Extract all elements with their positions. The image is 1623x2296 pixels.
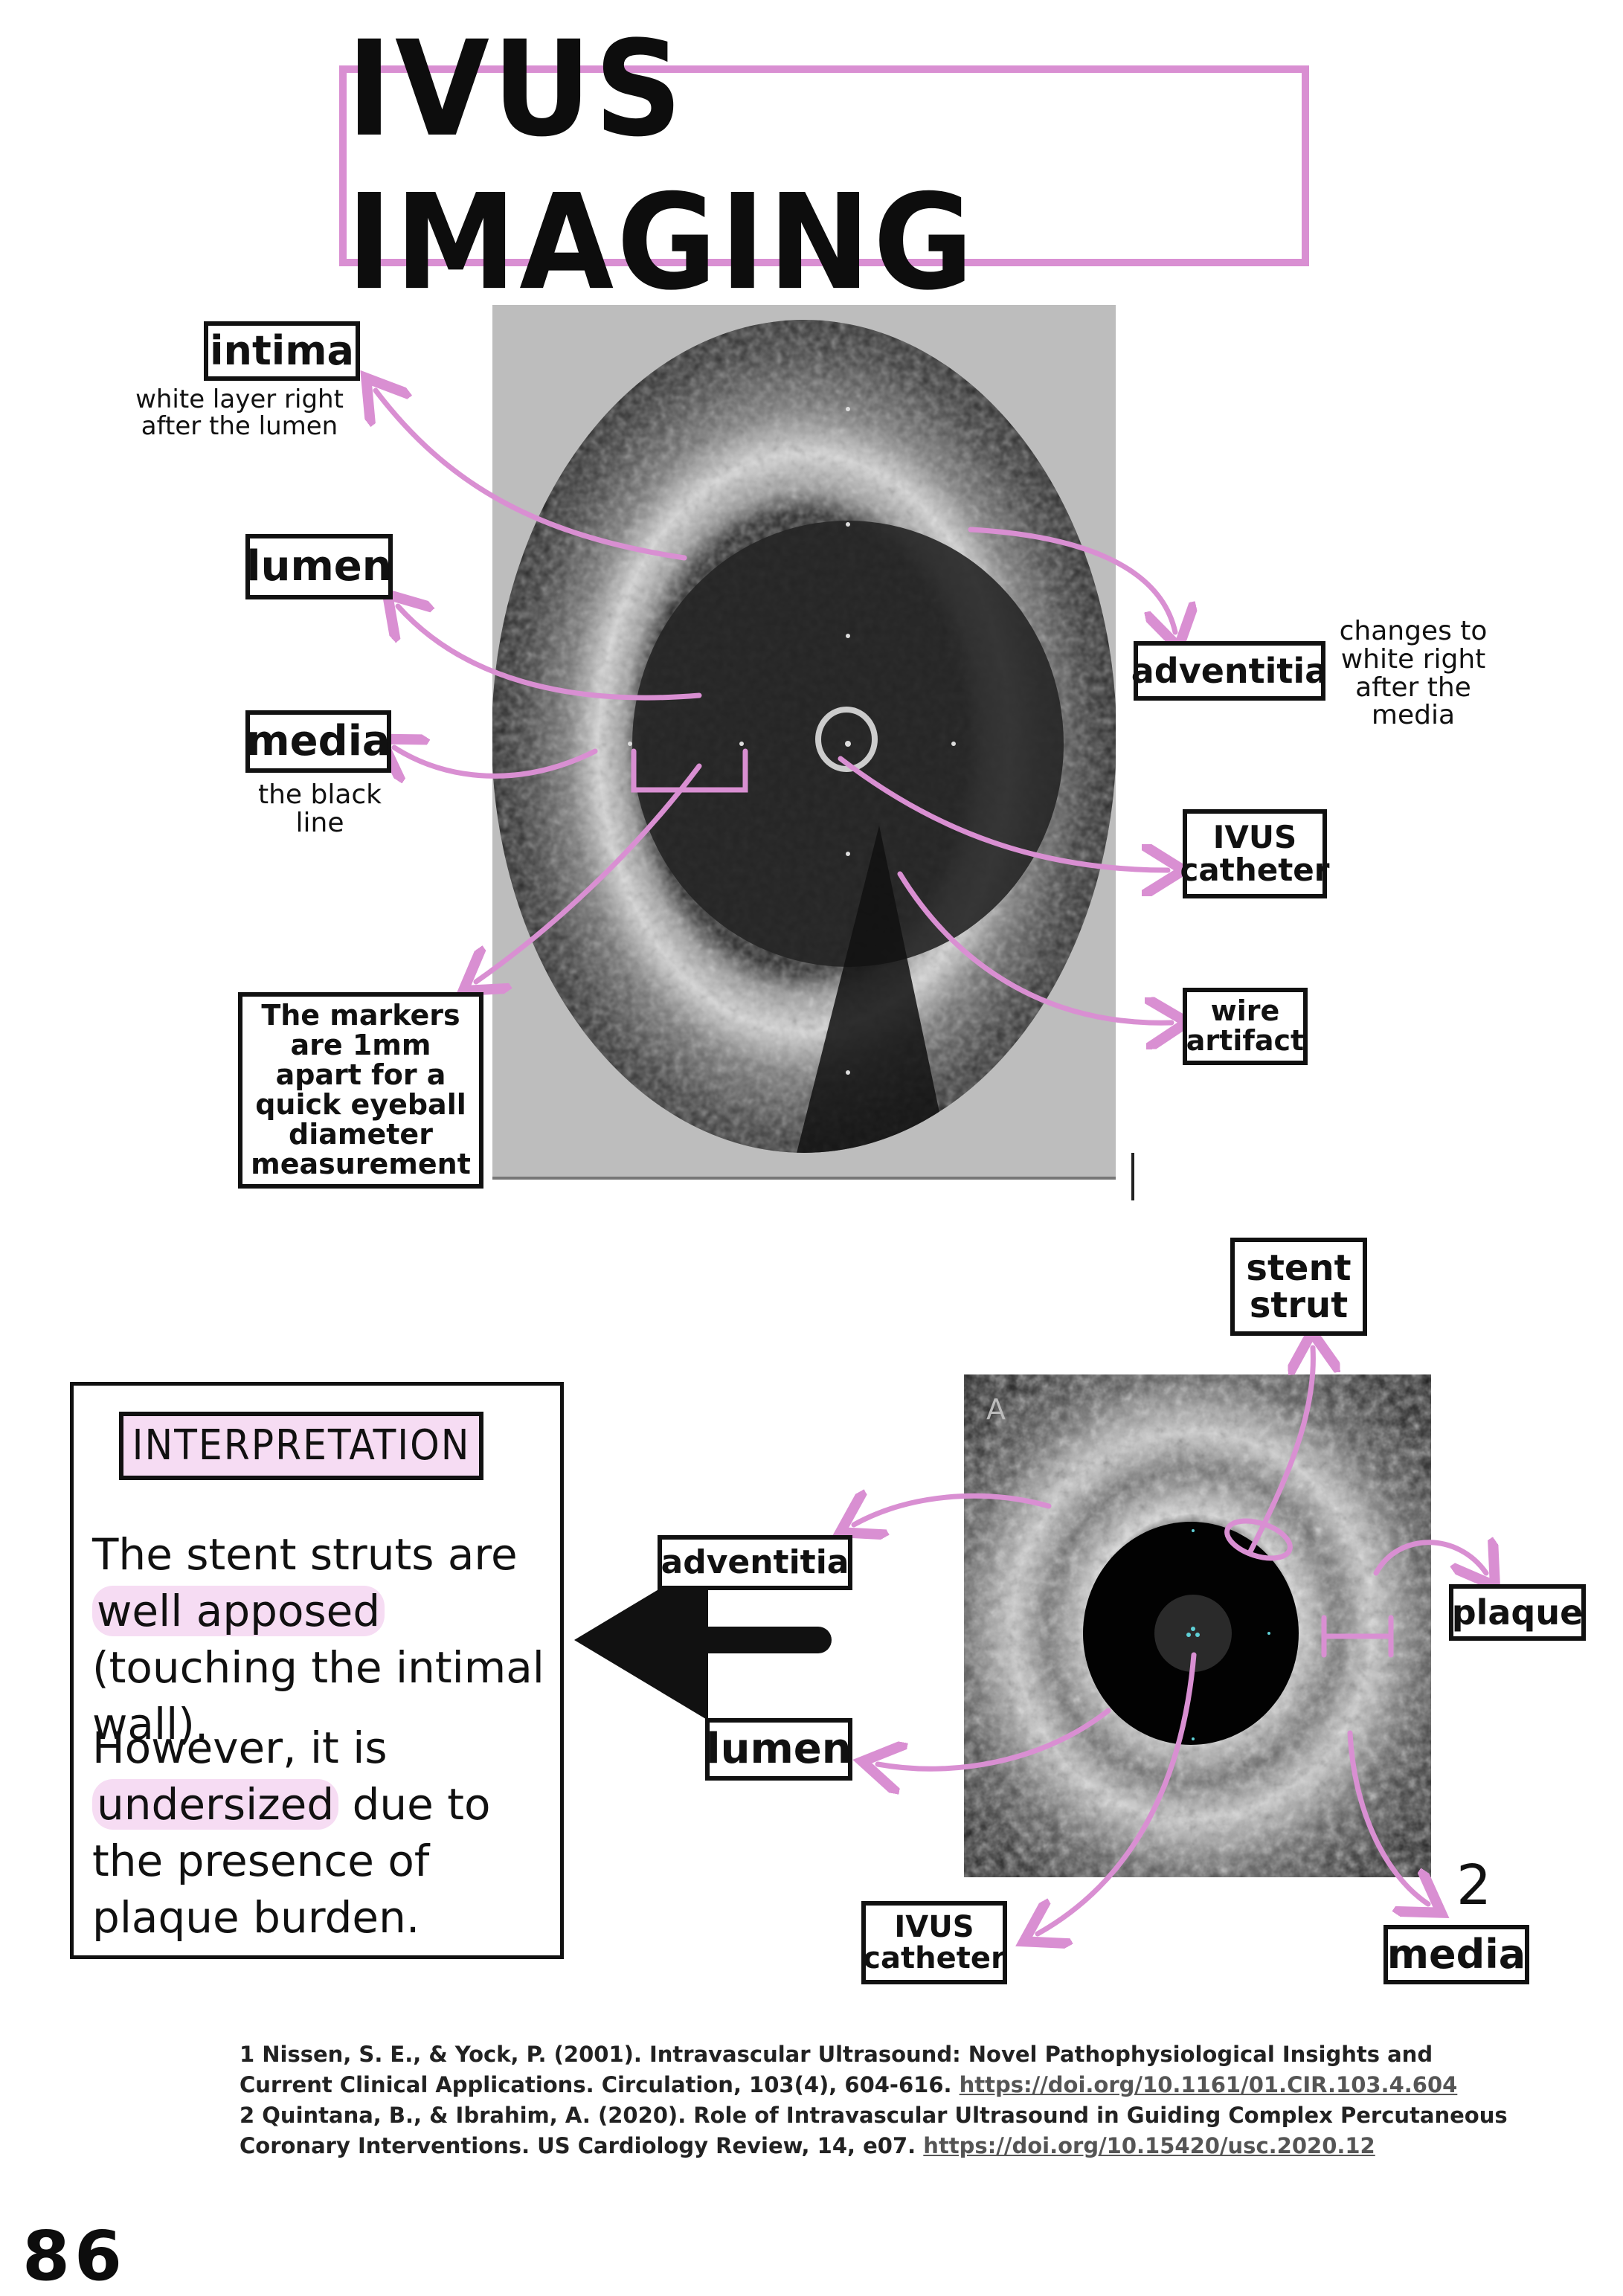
label-adventitia-2: adventitia (658, 1535, 852, 1590)
label-adventitia-1: adventitia (1131, 641, 1328, 701)
note-media: the black line (257, 779, 382, 838)
ivus-image-2: A (964, 1374, 1431, 1877)
interpretation-paragraph-2: However, it is undersized due to the pre… (92, 1720, 553, 1946)
label-lumen-2: lumen (705, 1718, 852, 1781)
interpretation-box (70, 1382, 564, 1959)
figure1-ref-number (1131, 1153, 1134, 1200)
page-number: 86 (22, 2216, 127, 2296)
reference-link-2[interactable]: https://doi.org/10.15420/usc.2020.12 (923, 2133, 1375, 2158)
label-ivus-catheter-2: IVUS catheter (861, 1901, 1007, 1984)
label-wire-artifact: wire artifact (1183, 988, 1308, 1065)
label-intima: intima (204, 321, 360, 381)
label-lumen: lumen (245, 534, 393, 599)
title-box: IVUS IMAGING (339, 13, 1309, 319)
ivus-image-1 (492, 305, 1116, 1180)
references: 1 Nissen, S. E., & Yock, P. (2001). Intr… (240, 2039, 1519, 2161)
note-intima: white layer right after the lumen (135, 385, 344, 441)
interp-text: due to the presence of plaque burden. (92, 1779, 491, 1943)
reference-text: 1 Nissen, S. E., & Yock, P. (2001). Intr… (240, 2042, 1433, 2097)
highlight-undersized: undersized (92, 1779, 339, 1830)
label-plaque: plaque (1449, 1584, 1586, 1641)
label-media: media (245, 710, 391, 773)
catheter-ring (815, 707, 878, 772)
panel-letter: A (986, 1393, 1006, 1426)
label-stent-strut: stent strut (1230, 1238, 1367, 1336)
label-markers: The markers are 1mm apart for a quick ey… (238, 992, 483, 1189)
interpretation-heading: INTERPRETATION (119, 1412, 483, 1480)
interp-text: However, it is (92, 1723, 388, 1773)
reference-link-1[interactable]: https://doi.org/10.1161/01.CIR.103.4.604 (959, 2072, 1458, 2097)
note-adventitia: changes to white right after the media (1339, 616, 1488, 731)
label-ivus-catheter-1: IVUS catheter (1180, 809, 1330, 898)
reference-text: 2 Quintana, B., & Ibrahim, A. (2020). Ro… (240, 2103, 1508, 2158)
reference-2: 2 Quintana, B., & Ibrahim, A. (2020). Ro… (240, 2100, 1519, 2161)
interp-text: (touching the intimal wall). (92, 1642, 544, 1749)
page-title: IVUS IMAGING (347, 12, 977, 320)
reference-1: 1 Nissen, S. E., & Yock, P. (2001). Intr… (240, 2039, 1519, 2100)
highlight-well-apposed: well apposed (92, 1586, 385, 1636)
interpretation-paragraph-1: The stent struts are well apposed (touch… (92, 1526, 553, 1752)
interp-text: The stent struts are (92, 1529, 518, 1580)
distance-markers (628, 407, 956, 1075)
figure2-ref-number: 2 (1456, 1853, 1491, 1917)
label-media-2: media (1383, 1925, 1529, 1984)
